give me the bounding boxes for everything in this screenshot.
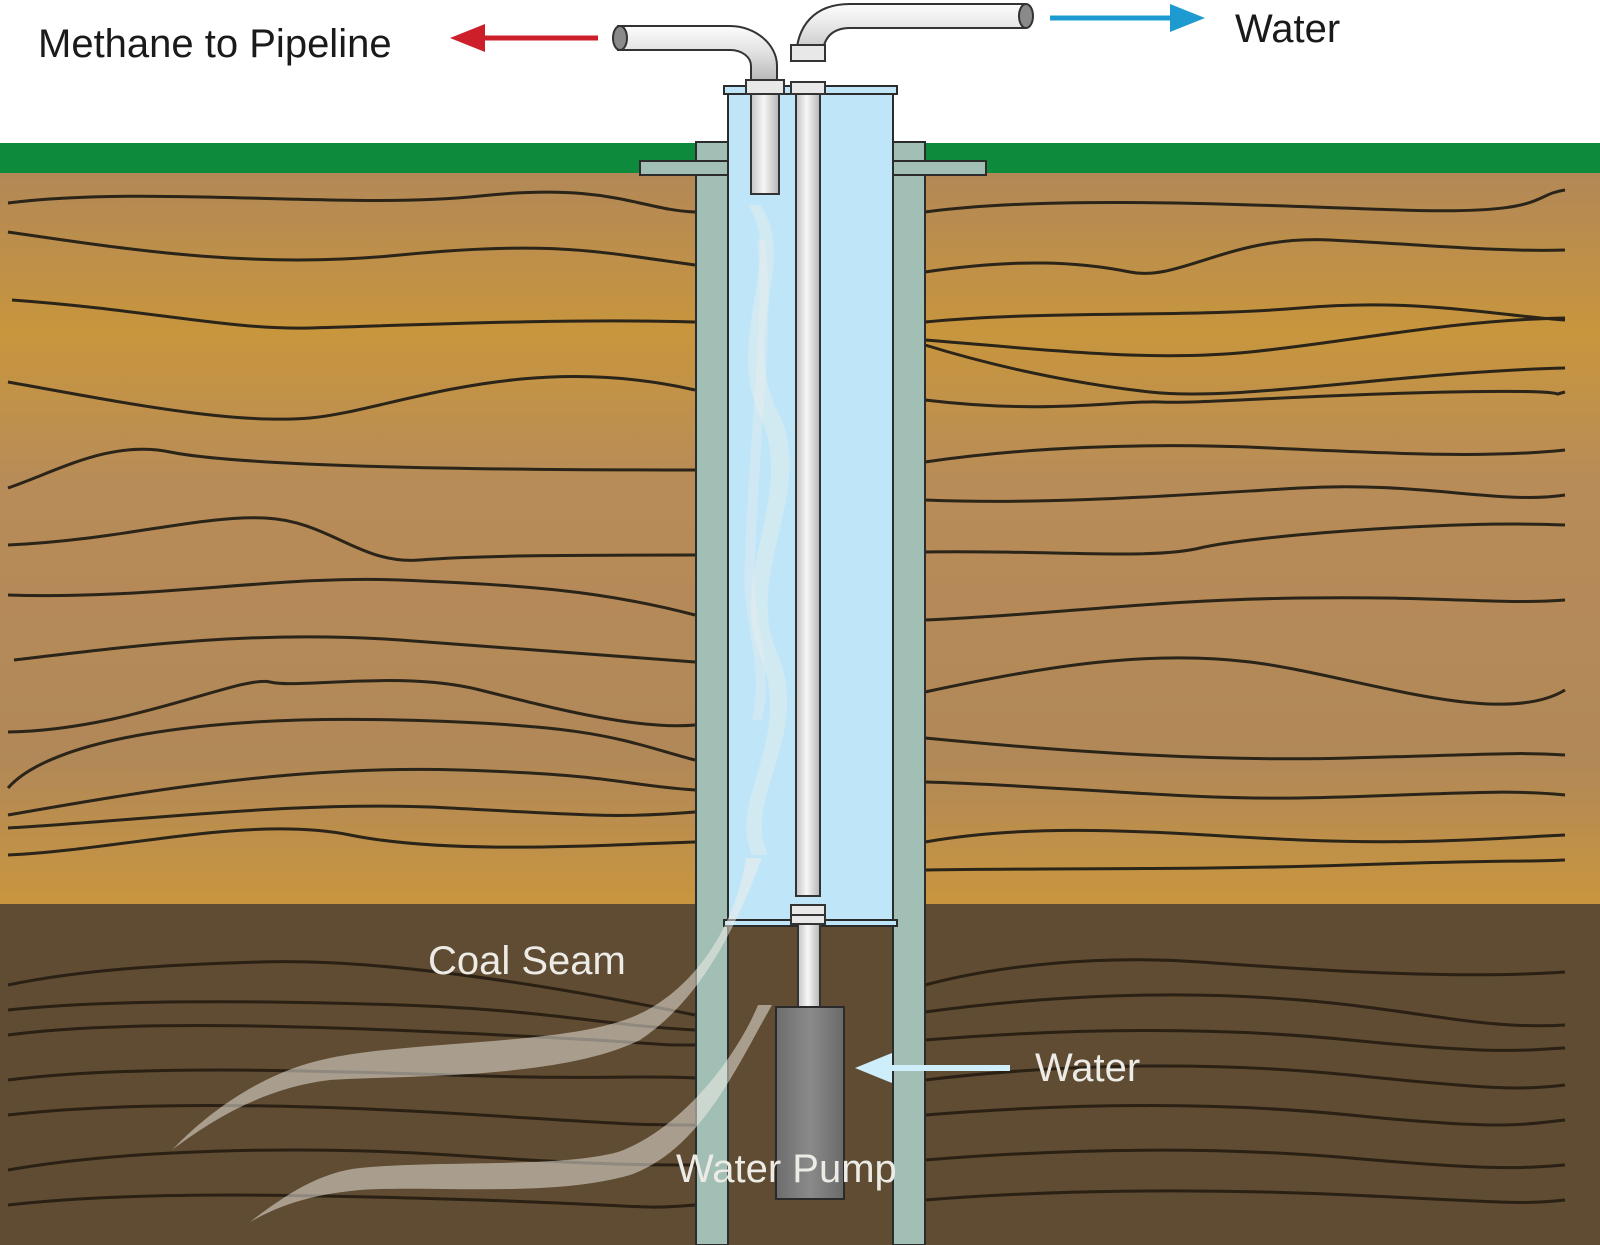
well-casing-left [695,141,729,1245]
coal-seam-lines [7,958,1566,1209]
tubing-coupling-top [790,81,826,95]
methane-to-pipeline-label: Methane to Pipeline [38,22,392,66]
water-outlet-pipe [790,3,1034,62]
strata-lines-left [6,190,696,857]
arrow-left-icon [450,24,598,52]
casing-flange-left [639,160,731,176]
water-pump-label: Water Pump [676,1147,897,1191]
well-casing-right [892,141,926,1245]
coal-seam-label: Coal Seam [428,939,626,983]
water-in-label: Water [1035,1046,1140,1090]
pump-shaft [797,923,821,1009]
tubing-coupling-mid [790,904,826,916]
methane-outlet-pipe [612,25,785,195]
strata-lines-right [924,188,1566,872]
water-tubing [795,85,821,897]
tubing-coupling-bottom [790,914,826,925]
casing-flange-right [891,160,987,176]
arrow-right-icon [1050,4,1205,32]
water-out-label: Water [1235,7,1340,51]
water-pump [775,1006,845,1200]
water-inflow-arrow-icon [855,1053,1010,1083]
methane-plume [172,205,790,1222]
